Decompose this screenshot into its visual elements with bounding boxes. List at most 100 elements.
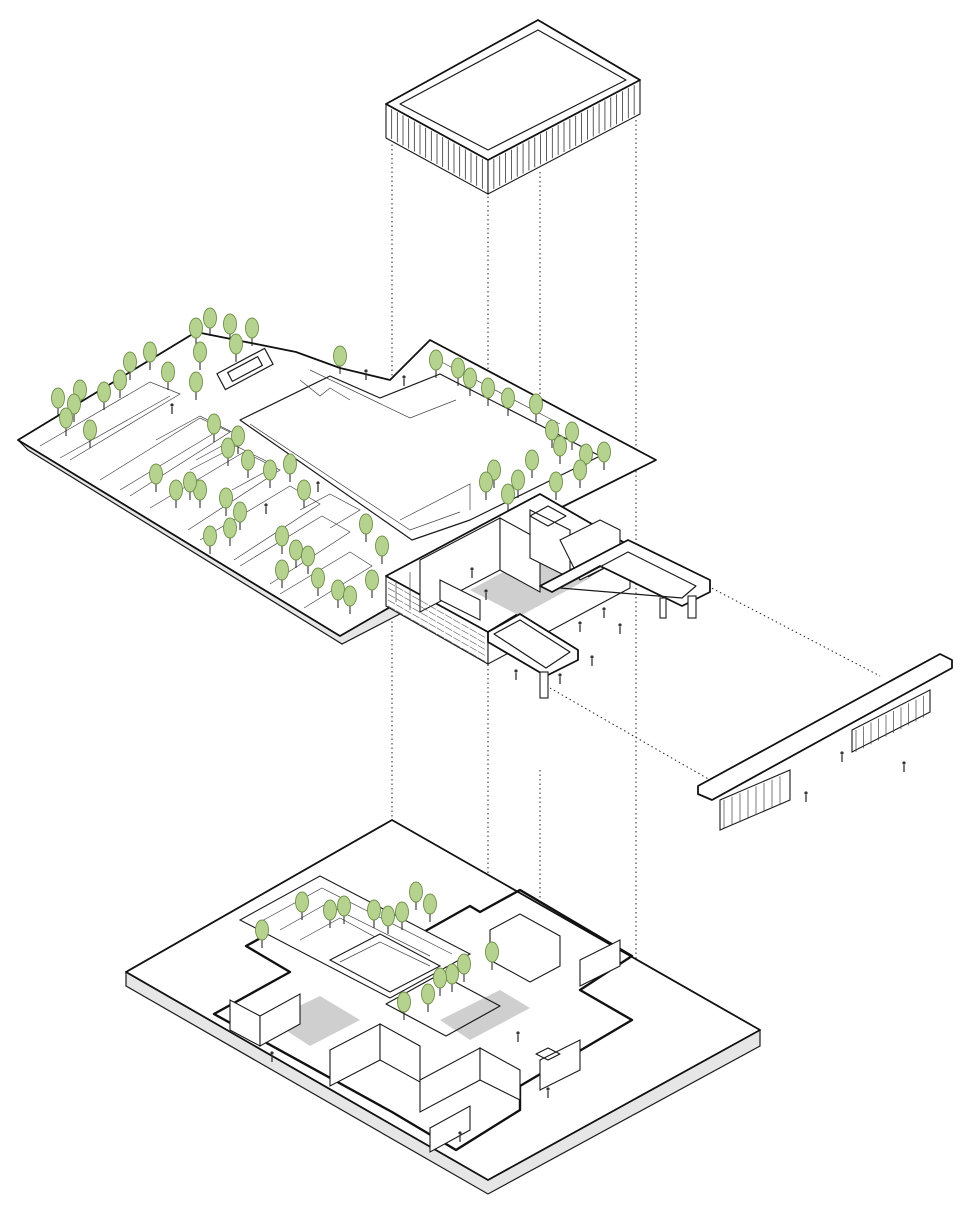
tree-icon xyxy=(451,357,465,386)
tree-icon xyxy=(301,545,315,574)
tree-icon xyxy=(231,425,245,454)
tree-icon xyxy=(409,881,423,910)
tree-group-lower xyxy=(255,881,499,1020)
person-figure xyxy=(578,621,582,632)
tree-icon xyxy=(283,453,297,482)
person-figure xyxy=(470,567,474,578)
person-figure xyxy=(484,589,488,600)
tree-icon xyxy=(189,317,203,346)
tree-icon xyxy=(123,351,137,380)
tree-icon xyxy=(553,435,567,464)
tree-icon xyxy=(189,371,203,400)
tree-icon xyxy=(169,479,183,508)
tree-icon xyxy=(203,307,217,336)
ground-floor xyxy=(125,819,761,1195)
tree-icon xyxy=(241,449,255,478)
person-figure xyxy=(840,751,844,762)
tree-icon xyxy=(343,585,357,614)
tree-icon xyxy=(311,567,325,596)
tree-icon xyxy=(525,449,539,478)
gallery-facade-texture xyxy=(387,581,485,662)
tree-icon xyxy=(565,421,579,450)
tree-icon xyxy=(481,377,495,406)
person-figure xyxy=(516,1031,520,1042)
tree-icon xyxy=(233,501,247,530)
tree-icon xyxy=(375,535,389,564)
people-figures xyxy=(170,369,906,1142)
tree-icon xyxy=(463,367,477,396)
tree-icon xyxy=(457,953,471,982)
tree-icon xyxy=(229,333,243,362)
tree-group-upper xyxy=(51,307,611,614)
tree-icon xyxy=(359,513,373,542)
tree-icon xyxy=(323,899,337,928)
tree-icon xyxy=(255,919,269,948)
person-figure xyxy=(402,375,406,386)
tree-icon xyxy=(97,381,111,410)
person-figure xyxy=(902,761,906,772)
tree-icon xyxy=(485,941,499,970)
tree-icon xyxy=(223,517,237,546)
tree-icon xyxy=(501,387,515,416)
tree-icon xyxy=(479,471,493,500)
roof-volume xyxy=(385,19,641,195)
person-figure xyxy=(618,623,622,634)
tree-icon xyxy=(59,407,73,436)
tree-icon xyxy=(429,349,443,378)
person-figure xyxy=(546,1087,550,1098)
person-figure xyxy=(602,607,606,618)
tree-icon xyxy=(193,341,207,370)
person-figure xyxy=(558,673,562,684)
tree-icon xyxy=(203,525,217,554)
tree-icon xyxy=(395,901,409,930)
tree-icon xyxy=(295,891,309,920)
tree-icon xyxy=(143,341,157,370)
canopy-wall-texture xyxy=(723,695,924,828)
tree-icon xyxy=(549,471,563,500)
gallery-interior-walls xyxy=(395,505,621,621)
tree-icon xyxy=(365,569,379,598)
roof-facade-ribs xyxy=(391,85,635,189)
tree-icon xyxy=(51,387,65,416)
tree-icon xyxy=(397,991,411,1020)
tree-icon xyxy=(67,393,81,422)
tree-icon xyxy=(381,905,395,934)
tree-icon xyxy=(297,479,311,508)
tree-icon xyxy=(337,895,351,924)
tree-icon xyxy=(245,317,259,346)
tree-icon xyxy=(83,419,97,448)
landscape-level xyxy=(17,307,657,645)
person-figure xyxy=(514,669,518,680)
person-figure xyxy=(458,1131,462,1142)
tree-icon xyxy=(367,899,381,928)
tree-icon xyxy=(275,525,289,554)
tree-icon xyxy=(573,459,587,488)
person-figure xyxy=(316,481,320,492)
tree-icon xyxy=(501,483,515,512)
tree-icon xyxy=(149,463,163,492)
person-figure xyxy=(364,369,368,380)
tree-icon xyxy=(421,983,435,1012)
person-figure xyxy=(590,655,594,666)
gallery-volume xyxy=(385,493,711,699)
tree-icon xyxy=(161,361,175,390)
person-figure xyxy=(804,791,808,802)
tree-icon xyxy=(545,419,559,448)
person-figure xyxy=(264,503,268,514)
tree-icon xyxy=(219,487,233,516)
tree-icon xyxy=(423,893,437,922)
tree-icon xyxy=(263,459,277,488)
tree-icon xyxy=(433,967,447,996)
canopy-wall xyxy=(697,653,953,831)
tree-icon xyxy=(221,437,235,466)
tree-icon xyxy=(597,441,611,470)
tree-icon xyxy=(183,471,197,500)
tree-icon xyxy=(529,393,543,422)
tree-icon xyxy=(207,413,221,442)
tree-icon xyxy=(113,369,127,398)
person-figure xyxy=(270,1051,274,1062)
tree-icon xyxy=(333,345,347,374)
tree-icon xyxy=(511,469,525,498)
tree-icon xyxy=(289,539,303,568)
